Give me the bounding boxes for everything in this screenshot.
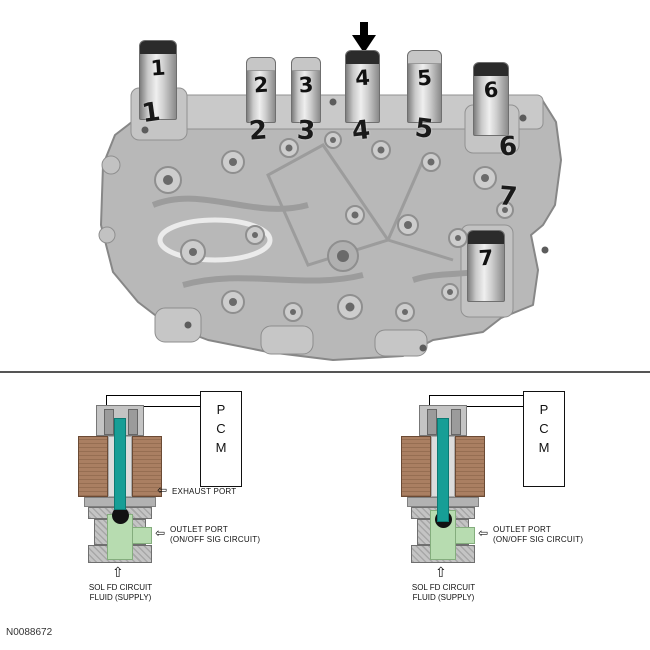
connector-pin xyxy=(427,409,437,435)
pcm-box: P C M xyxy=(523,391,565,487)
connector-pin xyxy=(451,409,461,435)
solenoid-cap xyxy=(468,231,504,244)
casting-number: 2 xyxy=(247,115,269,147)
check-ball xyxy=(112,507,129,524)
connector-pin xyxy=(104,409,114,435)
solenoid-3: 3 xyxy=(291,57,321,123)
section-divider xyxy=(0,371,650,373)
solenoid-number: 2 xyxy=(252,72,270,98)
outlet-fluid xyxy=(133,527,152,544)
pcm-letter: C xyxy=(216,421,226,436)
solenoid-coil xyxy=(78,436,108,497)
exhaust-port-label: EXHAUST PORT xyxy=(172,487,237,496)
outlet-port-label: OUTLET PORT (ON/OFF SIG CIRCUIT) xyxy=(170,525,261,544)
outlet-port-arrow-icon: ⇦ xyxy=(478,526,489,540)
pcm-letter: P xyxy=(216,402,226,417)
connector-pin xyxy=(128,409,138,435)
pcm-letter: M xyxy=(538,440,550,455)
solenoid-number: 6 xyxy=(482,77,500,103)
supply-arrow-icon: ⇧ xyxy=(112,565,124,581)
solenoid-2: 2 xyxy=(246,57,276,123)
solenoid-plunger xyxy=(437,418,449,522)
casting-number: 6 xyxy=(497,131,519,163)
solenoid-coil xyxy=(401,436,431,497)
supply-label: SOL FD CIRCUIT FLUID (SUPPLY) xyxy=(411,583,476,602)
solenoid-cap xyxy=(474,63,508,76)
casting-number: 5 xyxy=(413,113,435,145)
casting-number: 4 xyxy=(350,115,372,147)
casting-bores xyxy=(154,131,514,322)
solenoid-number: 3 xyxy=(297,72,315,98)
solenoid-7: 7 xyxy=(467,230,505,302)
casting-number: 3 xyxy=(295,115,317,147)
solenoid-number: 5 xyxy=(416,65,433,91)
supply-label: SOL FD CIRCUIT FLUID (SUPPLY) xyxy=(88,583,153,602)
pcm-letter: M xyxy=(215,440,227,455)
callout-arrow-stem xyxy=(360,22,368,36)
casting-gasket-loop xyxy=(157,217,273,263)
solenoid-number: 7 xyxy=(477,245,495,271)
pcm-box: P C M xyxy=(200,391,242,487)
callout-arrow-head xyxy=(352,35,376,53)
solenoid-4: 4 xyxy=(345,50,380,123)
solenoid-cap xyxy=(140,41,176,54)
solenoid-plunger xyxy=(114,418,126,510)
solenoid-cap xyxy=(408,51,441,64)
solenoid-5: 5 xyxy=(407,50,442,123)
solenoid-cap xyxy=(292,58,320,71)
exhaust-port-arrow-icon: ⇦ xyxy=(157,483,168,497)
solenoid-6: 6 xyxy=(473,62,509,136)
casting-number: 7 xyxy=(497,181,519,213)
solenoid-connector xyxy=(96,405,144,436)
solenoid-cap xyxy=(346,51,379,64)
casting-ribs xyxy=(151,143,505,288)
solenoid-cap xyxy=(247,58,275,71)
solenoid-number: 1 xyxy=(149,55,167,81)
outlet-port-label: OUTLET PORT (ON/OFF SIG CIRCUIT) xyxy=(493,525,584,544)
pcm-letter: P xyxy=(539,402,549,417)
callout-arrow-icon xyxy=(352,22,376,54)
solenoid-coil xyxy=(132,436,162,497)
solenoid-number: 4 xyxy=(354,65,371,91)
solenoid-1: 1 xyxy=(139,40,177,120)
supply-arrow-icon: ⇧ xyxy=(435,565,447,581)
outlet-fluid xyxy=(456,527,475,544)
outlet-port-arrow-icon: ⇦ xyxy=(155,526,166,540)
solenoid-coil xyxy=(455,436,485,497)
pcm-letter: C xyxy=(539,421,549,436)
figure-id: N0088672 xyxy=(6,627,53,638)
